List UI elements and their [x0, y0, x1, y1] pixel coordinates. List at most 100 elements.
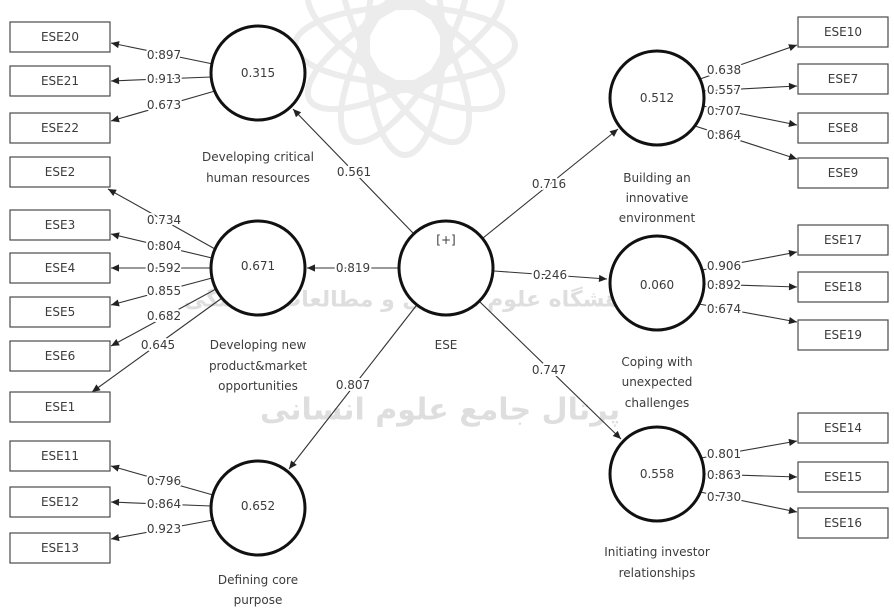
- construct-value: 0.315: [241, 66, 275, 80]
- loading-label: 0.923: [147, 522, 181, 536]
- loading-label: 0.682: [147, 309, 181, 323]
- indicator-box: [797, 16, 889, 48]
- construct-label-line: challenges: [625, 396, 689, 410]
- loading-arrow-ese6: [110, 288, 217, 347]
- indicator-box: [9, 486, 111, 518]
- loading-arrow-ese3: [110, 232, 213, 259]
- construct-label-line: environment: [619, 211, 696, 225]
- loading-arrow-ese13: [110, 519, 214, 542]
- indicator-label: ESE10: [824, 25, 862, 39]
- loading-label: 0.906: [707, 259, 741, 273]
- construct-circle: [608, 234, 706, 332]
- construct-investor-relationships: 0.558 Initiating investor relationships: [604, 425, 710, 580]
- path-arrow-ese-to-unexpected-challenges: [493, 270, 608, 283]
- path-arrow-ese-to-critical-human-resources: [292, 108, 414, 234]
- construct-circle: [608, 49, 706, 147]
- loading-label: 0.864: [147, 497, 181, 511]
- right-indicators: ESE10 ESE7 ESE8 ESE9 ESE17 ESE18 ESE19: [797, 16, 889, 539]
- loading-label: 0.913: [147, 72, 181, 86]
- loading-label: 0.674: [707, 302, 741, 316]
- indicator-box: [9, 532, 111, 564]
- construct-circle: [397, 219, 495, 317]
- indicator-label: ESE20: [41, 30, 79, 44]
- construct-label-line: innovative: [626, 191, 689, 205]
- indicator-ese2: ESE2: [9, 156, 111, 188]
- loading-label: 0.796: [147, 474, 181, 488]
- path-coefficient-label: 0.246: [533, 268, 567, 282]
- indicator-label: ESE22: [41, 121, 79, 135]
- indicator-ese17: ESE17: [797, 224, 889, 256]
- indicator-ese16: ESE16: [797, 507, 889, 539]
- constructs: 0.315 Developing critical human resource…: [202, 24, 710, 607]
- loading-label: 0.557: [707, 83, 741, 97]
- construct-label-line: Coping with: [621, 355, 692, 369]
- construct-label-line: Building an: [623, 171, 690, 185]
- indicator-ese22: ESE22: [9, 112, 111, 144]
- construct-value: 0.060: [640, 278, 674, 292]
- path-coefficients: 0.561 0.819 0.807 0.716 0.246 0.747: [334, 163, 569, 394]
- loading-arrow-ese10: [699, 44, 798, 80]
- construct-label-line: Defining core: [218, 573, 298, 587]
- loading-label: 0.897: [147, 48, 181, 62]
- loading-label: 0.592: [147, 261, 181, 275]
- indicator-label: ESE9: [828, 166, 858, 180]
- indicator-ese5: ESE5: [9, 296, 111, 328]
- indicator-label: ESE18: [824, 280, 862, 294]
- loading-arrow-ese8: [702, 105, 798, 127]
- loading-arrow-ese18: [703, 283, 798, 291]
- construct-innovative-environment: 0.512 Building an innovative environment: [608, 49, 706, 225]
- loading-label: 0.801: [707, 447, 741, 461]
- indicator-ese18: ESE18: [797, 271, 889, 303]
- indicator-ese13: ESE13: [9, 532, 111, 564]
- path-arrow-ese-to-core-purpose: [288, 305, 417, 470]
- indicator-label: ESE1: [45, 400, 75, 414]
- loading-label: 0.707: [707, 104, 741, 118]
- indicator-ese1: ESE1: [9, 391, 111, 423]
- indicator-box: [797, 319, 889, 351]
- loading-arrows: [91, 41, 798, 542]
- loading-arrow-ese16: [699, 491, 798, 514]
- indicator-label: ESE21: [41, 74, 79, 88]
- construct-circle: [608, 425, 706, 523]
- construct-value: 0.558: [640, 467, 674, 481]
- indicator-ese9: ESE9: [797, 157, 889, 189]
- loading-arrow-ese9: [694, 125, 798, 160]
- loading-arrow-ese21: [110, 76, 212, 85]
- construct-label-line: Developing new: [210, 338, 307, 352]
- loading-label: 0.734: [147, 213, 181, 227]
- indicator-box: [9, 21, 111, 53]
- loading-arrow-ese1: [91, 297, 223, 393]
- loading-arrow-ese7: [702, 82, 798, 92]
- indicator-label: ESE11: [41, 449, 79, 463]
- construct-label-line: opportunities: [218, 379, 298, 393]
- watermark-text-line2: پرتال جامع علوم انسانی: [260, 393, 620, 428]
- construct-value: 0.512: [640, 91, 674, 105]
- indicator-box: [9, 112, 111, 144]
- path-coefficient-label: 0.747: [532, 363, 566, 377]
- path-coefficient-label: 0.807: [336, 378, 370, 392]
- construct-critical-human-resources: 0.315 Developing critical human resource…: [202, 24, 314, 185]
- construct-value: 0.652: [241, 499, 275, 513]
- indicator-box: [797, 507, 889, 539]
- construct-value: 0.671: [241, 259, 275, 273]
- loading-label: 0.892: [707, 278, 741, 292]
- loading-arrow-ese5: [110, 277, 213, 307]
- indicator-label: ESE7: [828, 72, 858, 86]
- path-coefficient-label: 0.819: [336, 261, 370, 275]
- loading-arrow-ese2: [107, 188, 216, 250]
- loading-arrow-ese20: [110, 41, 214, 65]
- indicator-ese3: ESE3: [9, 209, 111, 241]
- loading-arrow-ese14: [700, 438, 798, 459]
- indicator-box: [9, 391, 111, 423]
- second-order-marker: [+]: [436, 233, 455, 247]
- path-coefficient-label: 0.561: [337, 165, 371, 179]
- indicator-label: ESE19: [824, 328, 862, 342]
- loading-label: 0.645: [141, 338, 175, 352]
- loading-label: 0.673: [147, 98, 181, 112]
- construct-new-product-market: 0.671 Developing new product&market oppo…: [209, 219, 307, 393]
- loading-label: 0.638: [707, 63, 741, 77]
- indicator-ese19: ESE19: [797, 319, 889, 351]
- indicator-box: [9, 65, 111, 97]
- indicator-label: ESE4: [45, 261, 75, 275]
